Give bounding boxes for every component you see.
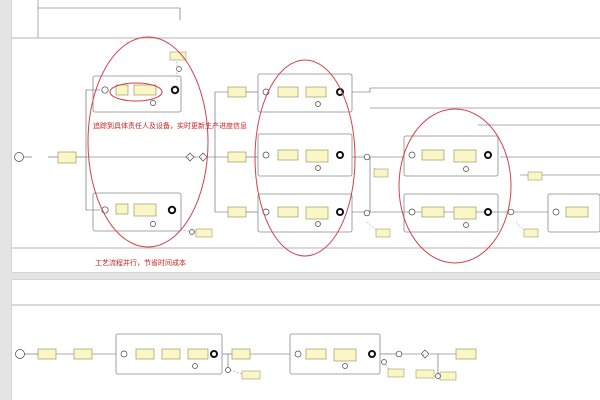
task <box>187 348 209 360</box>
task <box>227 86 247 98</box>
task <box>277 206 299 218</box>
task <box>161 348 181 360</box>
task <box>135 348 155 360</box>
task <box>57 151 77 164</box>
task <box>227 206 247 218</box>
start-event <box>14 152 24 162</box>
notes <box>169 51 543 381</box>
gateways: + + × <box>185 152 430 359</box>
task <box>333 348 357 362</box>
subprocess-4 <box>257 133 353 177</box>
task <box>277 149 299 161</box>
diagram-page-top <box>12 0 600 272</box>
subprocess-7 <box>403 193 499 233</box>
task <box>305 348 327 360</box>
task <box>565 206 589 218</box>
svg-text:×: × <box>423 352 425 356</box>
highlight-marks <box>87 36 512 264</box>
svg-text:+: + <box>201 155 203 159</box>
subprocess-9 <box>115 333 223 375</box>
task <box>455 348 477 360</box>
subprocess-6 <box>403 135 499 177</box>
highlight-ellipse-3 <box>398 108 512 264</box>
subprocess-1 <box>92 75 182 113</box>
task <box>37 348 57 360</box>
task <box>73 348 93 360</box>
task <box>277 86 299 98</box>
subprocess-3 <box>257 73 353 113</box>
diagram-page-bottom <box>12 280 600 400</box>
subprocesses <box>92 73 600 375</box>
task <box>453 206 477 220</box>
svg-text:+: + <box>188 155 190 159</box>
task <box>421 206 445 218</box>
task <box>305 206 329 220</box>
task <box>115 84 129 96</box>
subprocess-8 <box>547 193 600 233</box>
annotation-parallel: 工艺流程并行，节省时间成本 <box>95 258 186 267</box>
highlight-ellipse-2 <box>254 59 356 257</box>
subprocess-5 <box>257 193 353 233</box>
task <box>115 203 129 215</box>
task <box>453 149 477 163</box>
annotation-tracking: 追踪到具体责任人及设备，实时更新生产进度信息 <box>93 121 247 130</box>
task <box>133 203 157 217</box>
task <box>133 84 157 96</box>
highlight-ellipse-1 <box>87 36 209 248</box>
task <box>231 348 251 360</box>
task <box>305 149 329 163</box>
task <box>305 86 327 98</box>
subprocess-2 <box>92 192 182 232</box>
task <box>421 149 445 161</box>
events <box>14 66 560 379</box>
sequence-flows <box>24 87 600 377</box>
highlight-ellipse-small <box>109 82 163 102</box>
tasks <box>37 84 589 362</box>
task <box>227 151 247 163</box>
lane-lines <box>12 0 600 306</box>
subprocess-10 <box>289 333 381 375</box>
